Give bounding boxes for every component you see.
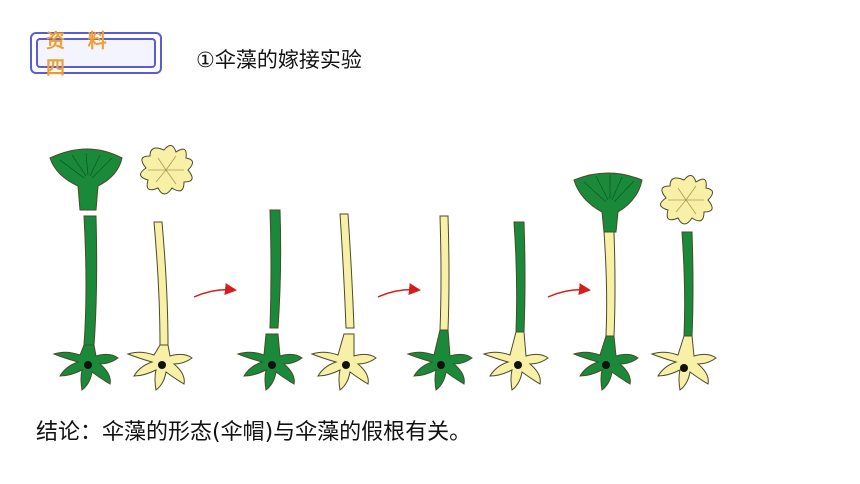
section-badge: 资 料 四 — [30, 30, 162, 79]
nucleus — [84, 361, 92, 369]
plant-result-1 — [572, 172, 643, 391]
stalk-yellow — [439, 215, 450, 331]
stalk-yellow — [482, 331, 549, 391]
nucleus — [268, 361, 276, 369]
cap-ribs — [583, 175, 635, 203]
plant-result-2 — [650, 175, 717, 391]
stalk-upper — [269, 209, 282, 329]
page-title: ①伞藻的嫁接实验 — [196, 48, 362, 72]
cap-ribs — [59, 152, 113, 179]
nucleus — [680, 364, 688, 372]
stalk-green — [406, 329, 473, 391]
stalk-yellow — [603, 231, 616, 337]
umbrella-cap — [49, 148, 123, 211]
stalk-green — [513, 221, 526, 333]
stalk-upper — [339, 213, 355, 329]
nucleus — [602, 361, 610, 369]
conclusion-text: 结论：伞藻的形态(伞帽)与伞藻的假根有关。 — [36, 420, 472, 445]
plant-graft-1 — [406, 215, 473, 391]
section-badge-inner: 资 料 四 — [36, 30, 156, 79]
flower-lines — [148, 155, 184, 185]
arrow-2 — [377, 283, 421, 298]
nucleus — [342, 361, 350, 369]
nucleus — [437, 361, 445, 369]
section-badge-label: 资 料 四 — [46, 30, 115, 79]
umbrella-cap — [573, 172, 643, 233]
plant-green-cut — [236, 209, 303, 391]
flower-lines — [668, 185, 704, 215]
plant-yellow-cut — [310, 213, 377, 391]
plant-graft-2 — [482, 221, 549, 391]
stalk — [83, 215, 98, 346]
stalk-yellow — [650, 335, 717, 391]
stalk — [153, 221, 169, 346]
plant-yellow-original — [126, 145, 193, 391]
nucleus — [514, 361, 522, 369]
arrow-3 — [547, 283, 591, 298]
nucleus — [158, 361, 166, 369]
stalk-green — [681, 231, 694, 337]
arrow-1 — [193, 283, 237, 298]
plant-green-original — [49, 148, 123, 391]
